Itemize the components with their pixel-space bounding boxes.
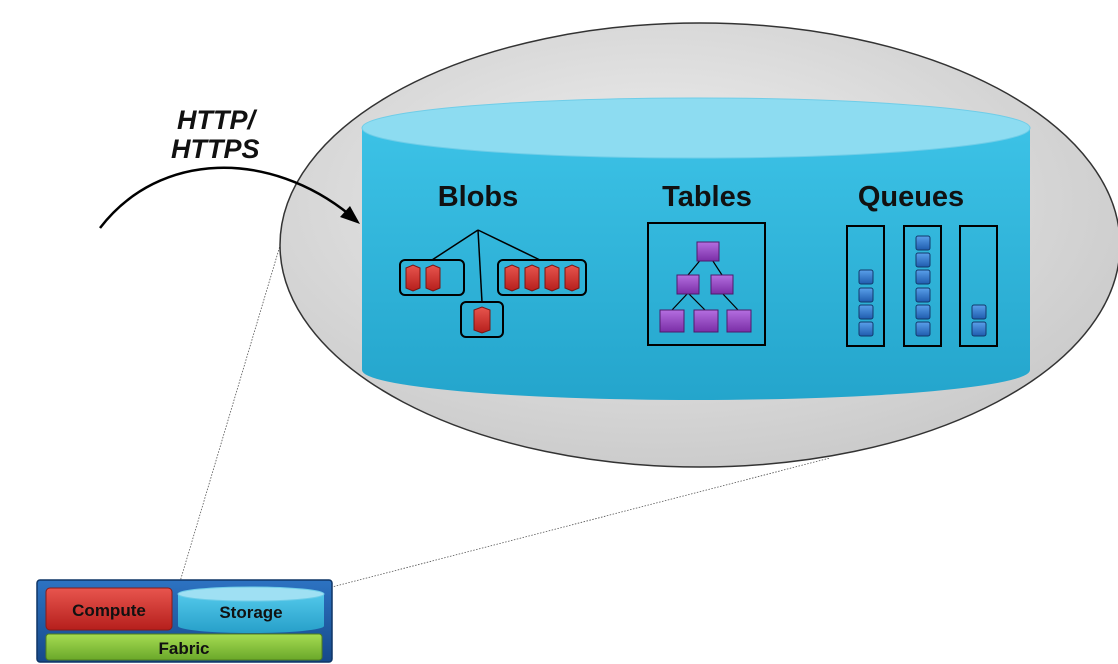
storage-box [177,586,325,633]
fabric-label: Fabric [158,639,209,658]
http-arrow [99,166,360,229]
blobs-icon [399,229,587,338]
fabric-box [45,633,323,661]
queues-icon [846,225,998,347]
tables-icon [647,222,766,346]
zoom-guide-left [178,211,291,586]
tables-title: Tables [662,181,752,213]
storage-label: Storage [219,603,282,622]
queues-title: Queues [858,181,964,213]
compute-box [45,587,173,631]
protocol-label-line1: HTTP/ [177,105,257,135]
blobs-title: Blobs [438,181,519,213]
compute-label: Compute [72,601,146,620]
platform-block: Compute Storage Fabric [36,579,333,663]
zoom-guide-right [327,457,831,589]
protocol-label-line2: HTTPS [171,134,260,164]
